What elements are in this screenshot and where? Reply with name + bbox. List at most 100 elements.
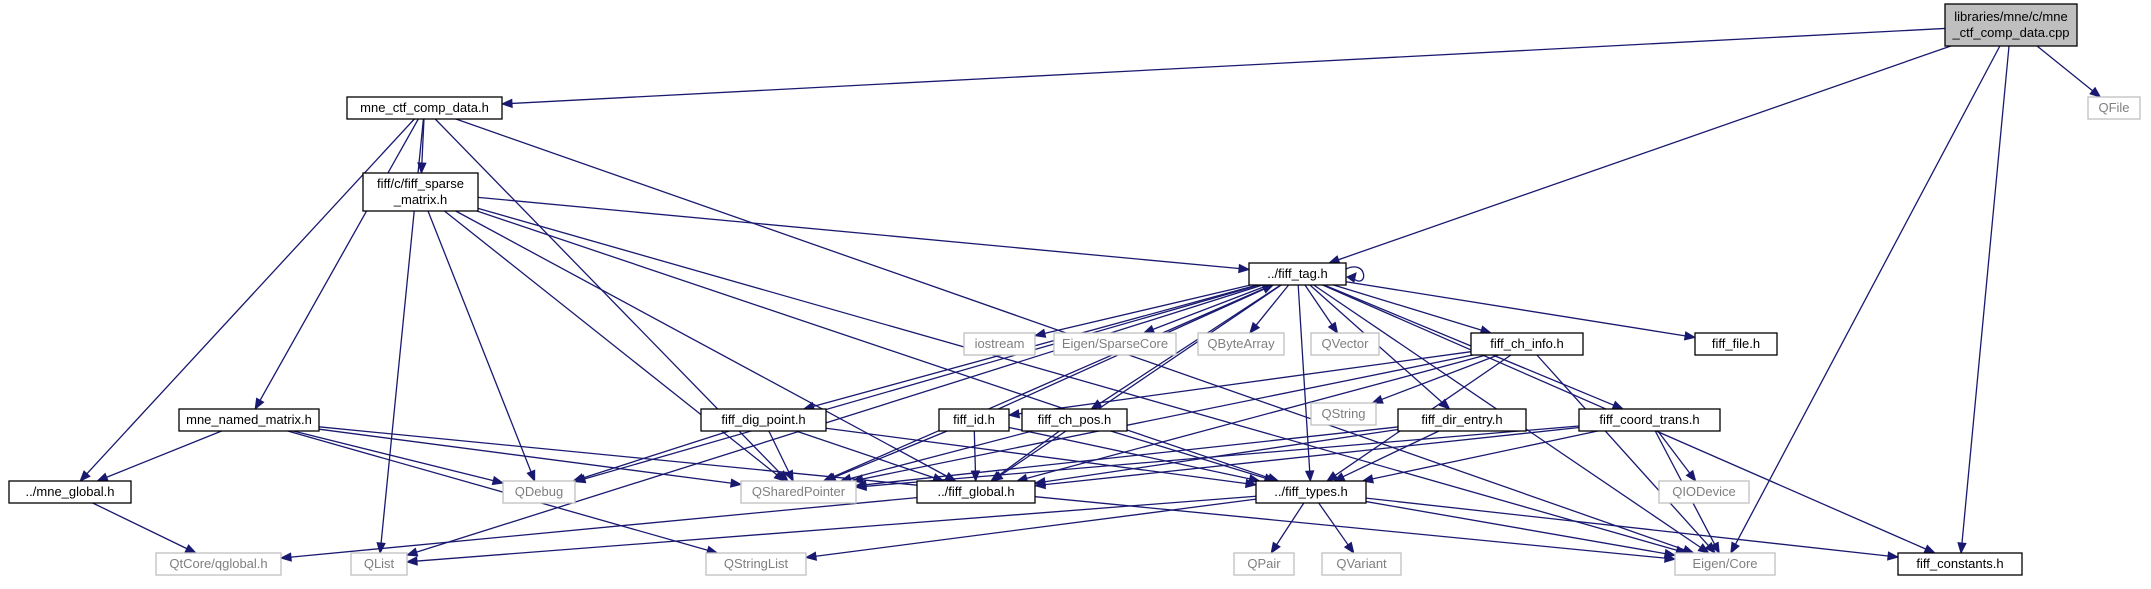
edge-fiff_tag_h-to-qsharedpointer [822,284,1273,482]
arrowhead [1244,478,1258,489]
edge-line [832,284,1273,478]
edge-root-to-eigen_core [1730,45,2001,555]
node-fiff-global-h[interactable]: ../fiff_global.h [916,480,1036,504]
node-label: fiff_dig_point.h [721,412,805,427]
arrowhead [1730,541,1740,555]
node-fiff-constants-h[interactable]: fiff_constants.h [1897,552,2023,576]
node-box [1021,408,1128,432]
node-fiff-id-h[interactable]: fiff_id.h [938,408,1010,432]
arrowhead [1685,469,1697,483]
node-label: QVariant [1336,556,1387,571]
node-box [1944,3,2078,47]
node-box [700,408,827,432]
edge-fiff_tag_h-to-fiff_ch_pos_h [1090,284,1282,410]
arrowhead [1238,263,1251,274]
node-qstringlist: QStringList [705,552,807,576]
node-qvector: QVector [1310,332,1380,356]
edge-line [1000,284,1282,476]
arrowhead [1249,321,1261,335]
edge-line [1381,354,1499,401]
edge-line [416,495,1257,562]
arrowhead [279,552,292,562]
edge-fiff_types_h-to-qlist [405,495,1257,566]
node-mne-named-matrix-h[interactable]: mne_named_matrix.h [178,408,320,432]
arrowhead [1270,541,1281,555]
edge-fiff_global_h-to-qtcore_qglobal_h [279,496,918,562]
edge-line [1345,281,1686,337]
node-fiff-file-h[interactable]: fiff_file.h [1694,332,1778,356]
node-box [1397,408,1527,432]
node-mne-ctf-comp-data-h[interactable]: mne_ctf_comp_data.h [346,96,503,120]
node-fiff-ch-info-h[interactable]: fiff_ch_info.h [1470,332,1584,356]
node-box [916,480,1036,504]
node-fiff-dig-point-h[interactable]: fiff_dig_point.h [700,408,827,432]
node-mne-global-h[interactable]: ../mne_global.h [8,480,132,504]
arrowhead [1142,324,1156,334]
arrowhead [1345,272,1357,283]
node-box [346,96,503,120]
node-fiff-ch-pos-h[interactable]: fiff_ch_pos.h [1021,408,1128,432]
arrowhead [1327,255,1341,265]
node-box [350,552,408,576]
arrowhead [729,478,743,488]
edge-fiff_tag_h-to-fiff_file_h [1345,281,1697,341]
node-qlist: QList [350,552,408,576]
node-qpair: QPair [1233,552,1295,576]
arrowhead [1957,542,1967,555]
node-label: iostream [975,336,1025,351]
edge-line [850,430,1033,480]
node-qdebug: QDebug [502,480,576,504]
node-box [155,552,282,576]
edge-fiff_types_h-to-qvariant [1318,502,1355,555]
arrowhead [1887,551,1900,561]
edge-fiff_ch_info_h-to-fiff_id_h [1007,351,1472,419]
edge-line [444,210,778,476]
edge-line [1018,351,1472,415]
arrowhead [773,470,786,482]
edge-fiff_coord_trans_h-to-fiff_global_h [1033,426,1580,490]
arrowhead [1033,328,1047,338]
edge-mne_ctf_comp_data_h-to-mne_global_h [79,118,415,482]
node-label: fiff_file.h [1712,336,1760,351]
edge-root-to-mne_ctf_comp_data_h [500,27,1946,109]
edge-fiff_dig_point_h-to-fiff_types_h [825,427,1258,489]
arrowhead [1710,541,1720,555]
arrowhead [1327,321,1339,335]
edge-line [998,430,1060,476]
node-label: fiff/c/fiff_sparse [377,176,464,191]
node-box [502,480,576,504]
node-root[interactable]: libraries/mne/c/mne_ctf_comp_data.cpp [1944,3,2078,47]
node-eigen-sparsecore: Eigen/SparseCore [1053,332,1177,356]
edge-line [768,430,790,473]
node-fiff-types-h[interactable]: ../fiff_types.h [1255,480,1367,504]
arrowhead [1663,548,1677,559]
node-box [938,408,1010,432]
edge-line [318,428,732,484]
node-box [1321,552,1402,576]
edge-line [92,502,188,550]
node-box [1674,552,1776,576]
edge-line [476,210,1270,479]
node-box [1694,332,1778,356]
node-label: Eigen/Core [1692,556,1757,571]
node-eigen-core: Eigen/Core [1674,552,1776,576]
edge-mne_ctf_comp_data_h-to-mne_named_matrix_h [254,118,419,411]
node-label: QtCore/qglobal.h [169,556,267,571]
edge-line [825,427,1247,485]
edge-line [1536,354,1709,547]
node-label: QStringList [724,556,789,571]
arrowhead [854,481,867,491]
arrowhead [1923,544,1937,554]
edge-fiff_tag_h-to-qvector [1304,284,1339,335]
arrowhead [500,98,513,109]
node-box [1310,402,1377,426]
node-fiff-coord-trans-h[interactable]: fiff_coord_trans.h [1578,408,1721,432]
node-fiff-tag-h[interactable]: ../fiff_tag.h [1248,262,1347,286]
node-fiff-dir-entry-h[interactable]: fiff_dir_entry.h [1397,408,1527,432]
node-label: ../fiff_global.h [937,484,1014,499]
node-qsharedpointer: QSharedPointer [740,480,857,504]
edge-line [582,430,730,479]
edge-mne_named_matrix_h-to-mne_global_h [96,430,222,482]
node-fiff-sparse-matrix-h[interactable]: fiff/c/fiff_sparse_matrix.h [362,172,479,212]
edge-line [1345,266,1365,282]
